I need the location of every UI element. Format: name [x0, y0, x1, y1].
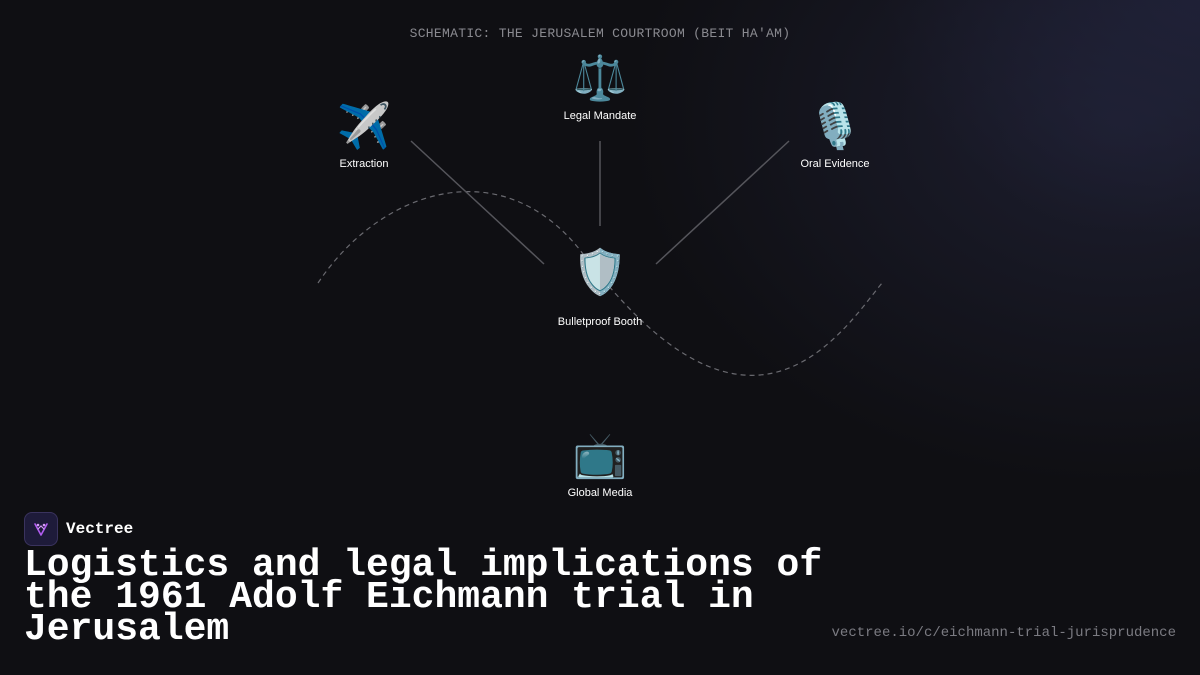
page-title: Logistics and legal implications of the …: [24, 544, 823, 651]
airplane-icon: ✈️: [336, 101, 392, 152]
vectree-logo-icon: [24, 512, 58, 546]
diagram-heading: SCHEMATIC: THE JERUSALEM COURTROOM (BEIT…: [409, 26, 791, 41]
node-label-bulletproof-booth: Bulletproof Booth: [557, 316, 643, 328]
node-bulletproof-booth: 🛡️ Bulletproof Booth: [520, 247, 680, 329]
node-extraction: ✈️ Extraction: [284, 101, 444, 171]
connector-extraction-booth: [410, 140, 545, 265]
node-label-extraction: Extraction: [339, 158, 389, 170]
shield-icon: 🛡️: [572, 247, 628, 298]
node-global-media: 📺 Global Media: [520, 430, 680, 500]
microphone-icon: 🎙️: [807, 101, 863, 152]
source-url[interactable]: vectree.io/c/eichmann-trial-jurisprudenc…: [831, 625, 1176, 641]
brand-name: Vectree: [66, 520, 134, 538]
wave-connector: [317, 191, 883, 376]
connector-evidence-booth: [655, 140, 790, 265]
node-label-legal-mandate: Legal Mandate: [563, 110, 637, 122]
scales-icon: ⚖️: [572, 53, 628, 104]
node-legal-mandate: ⚖️ Legal Mandate: [520, 53, 680, 123]
node-label-global-media: Global Media: [567, 487, 633, 499]
node-oral-evidence: 🎙️ Oral Evidence: [755, 101, 915, 171]
brand[interactable]: Vectree: [24, 512, 133, 546]
television-icon: 📺: [572, 430, 628, 481]
node-label-oral-evidence: Oral Evidence: [800, 158, 870, 170]
